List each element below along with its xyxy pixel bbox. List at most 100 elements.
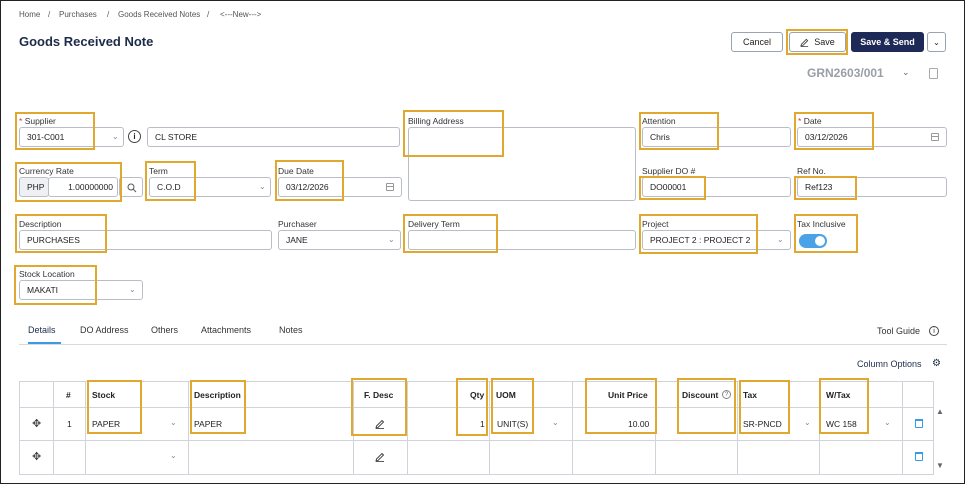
supplier-code-select[interactable]: 301-C001 <box>19 127 124 147</box>
more-actions-button[interactable]: ⌄ <box>927 32 946 52</box>
date-label: * Date <box>798 116 822 126</box>
attention-input[interactable]: Chris <box>642 127 791 147</box>
due-date-label: Due Date <box>278 166 314 176</box>
purchaser-select[interactable]: JANE <box>278 230 401 250</box>
row-uom[interactable]: UNIT(S) <box>497 419 529 429</box>
row-stock[interactable]: PAPER <box>92 419 121 429</box>
description-input[interactable]: PURCHASES <box>19 230 272 250</box>
chevron-down-icon: ⌄ <box>777 235 784 244</box>
row-tax[interactable]: SR-PNCD <box>743 419 782 429</box>
tax-inclusive-toggle[interactable] <box>799 234 827 248</box>
column-header-unit-price[interactable]: Unit Price <box>608 390 648 400</box>
info-icon[interactable]: i <box>128 130 141 143</box>
chevron-down-icon: ⌄ <box>388 235 395 244</box>
column-header-fdesc[interactable]: F. Desc <box>364 390 394 400</box>
chevron-down-icon: ⌄ <box>552 418 559 427</box>
tool-guide-label: Tool Guide <box>877 326 921 336</box>
table-scrollbar[interactable]: ▲ ▼ <box>936 407 945 473</box>
breadcrumb-purchases[interactable]: Purchases <box>59 10 97 19</box>
table-divider <box>19 407 934 408</box>
chevron-down-icon: ⌄ <box>112 132 119 141</box>
billing-address-textarea[interactable] <box>408 127 636 201</box>
currency-rate-label: Currency Rate <box>19 166 74 176</box>
supplier-name-input[interactable]: CL STORE <box>147 127 400 147</box>
info-icon[interactable]: i <box>929 326 939 336</box>
tab-notes[interactable]: Notes <box>279 325 303 335</box>
calendar-icon[interactable] <box>931 133 939 141</box>
description-label: Description <box>19 219 62 229</box>
tab-attachments[interactable]: Attachments <box>201 325 252 335</box>
rate-search-button[interactable] <box>119 177 143 197</box>
trash-icon[interactable] <box>915 419 923 428</box>
ref-no-input[interactable]: Ref123 <box>797 177 947 197</box>
edit-pencil-icon[interactable] <box>375 452 385 462</box>
row-qty[interactable]: 1 <box>480 419 485 429</box>
row-unit-price[interactable]: 10.00 <box>628 419 650 429</box>
drag-handle-icon[interactable]: ✥ <box>32 451 42 463</box>
tab-details[interactable]: Details <box>28 325 56 335</box>
cancel-button[interactable]: Cancel <box>731 32 783 52</box>
breadcrumb-grn[interactable]: Goods Received Notes <box>118 10 201 19</box>
document-number: GRN2603/001 <box>807 66 884 80</box>
column-options-link[interactable]: Column Options <box>857 359 922 369</box>
page-title: Goods Received Note <box>19 34 154 49</box>
delivery-term-label: Delivery Term <box>408 219 460 229</box>
scroll-up-icon[interactable]: ▲ <box>936 407 944 416</box>
date-input[interactable]: 03/12/2026 <box>797 127 947 147</box>
tax-inclusive-label: Tax Inclusive <box>797 219 846 229</box>
chevron-down-icon: ⌄ <box>804 418 811 427</box>
chevron-down-icon: ⌄ <box>170 451 177 460</box>
table-divider <box>19 440 934 441</box>
scroll-down-icon[interactable]: ▼ <box>936 461 944 470</box>
save-send-button[interactable]: Save & Send <box>851 32 924 52</box>
row-description[interactable]: PAPER <box>194 419 223 429</box>
drag-handle-icon[interactable]: ✥ <box>32 418 42 430</box>
breadcrumb-home[interactable]: Home <box>19 10 41 19</box>
column-header-stock[interactable]: Stock <box>92 390 116 400</box>
due-date-input[interactable]: 03/12/2026 <box>278 177 402 197</box>
stock-location-select[interactable]: MAKATI <box>19 280 143 300</box>
attention-label: Attention <box>642 116 676 126</box>
chevron-down-icon: ⌄ <box>933 37 940 47</box>
row-wtax[interactable]: WC 158 <box>826 419 857 429</box>
tool-guide-link[interactable]: Tool Guide <box>877 326 920 336</box>
project-select[interactable]: PROJECT 2 : PROJECT 2 <box>642 230 791 250</box>
column-header-discount[interactable]: Discount <box>682 390 719 400</box>
billing-address-label: Billing Address <box>408 116 464 126</box>
edit-pencil-icon[interactable] <box>375 419 385 429</box>
row-number: 1 <box>67 419 72 429</box>
project-label: Project <box>642 219 669 229</box>
currency-rate-input[interactable]: 1.00000000 <box>48 177 118 197</box>
column-header-tax[interactable]: Tax <box>743 390 758 400</box>
supplier-do-label: Supplier DO # <box>642 166 696 176</box>
chevron-down-icon: ⌄ <box>129 285 136 294</box>
chevron-down-icon: ⌄ <box>170 418 177 427</box>
tabs-divider <box>19 344 947 345</box>
column-header-description[interactable]: Description <box>194 390 241 400</box>
search-icon <box>127 183 137 193</box>
save-button[interactable]: Save <box>789 32 846 52</box>
column-header-wtax[interactable]: W/Tax <box>826 390 851 400</box>
chevron-down-icon: ⌄ <box>884 418 891 427</box>
column-header-uom[interactable]: UOM <box>496 390 516 400</box>
column-header-qty[interactable]: Qty <box>470 390 485 400</box>
chevron-down-icon: ⌄ <box>259 182 266 191</box>
gear-icon[interactable]: ⚙ <box>932 358 941 369</box>
term-select[interactable]: C.O.D <box>149 177 271 197</box>
tab-others[interactable]: Others <box>151 325 179 335</box>
help-icon[interactable]: ? <box>722 390 731 399</box>
column-options-label: Column Options <box>857 359 922 369</box>
document-icon[interactable] <box>929 68 938 79</box>
chevron-down-icon[interactable]: ⌄ <box>902 67 910 77</box>
calendar-icon[interactable] <box>386 183 394 191</box>
currency-code: PHP <box>19 177 49 197</box>
items-table <box>19 381 934 475</box>
pencil-icon <box>800 38 809 47</box>
term-label: Term <box>149 166 168 176</box>
tab-do-address[interactable]: DO Address <box>80 325 129 335</box>
stock-location-label: Stock Location <box>19 269 75 279</box>
purchaser-label: Purchaser <box>278 219 317 229</box>
trash-icon[interactable] <box>915 452 923 461</box>
delivery-term-input[interactable] <box>408 230 636 250</box>
supplier-do-input[interactable]: DO00001 <box>642 177 791 197</box>
